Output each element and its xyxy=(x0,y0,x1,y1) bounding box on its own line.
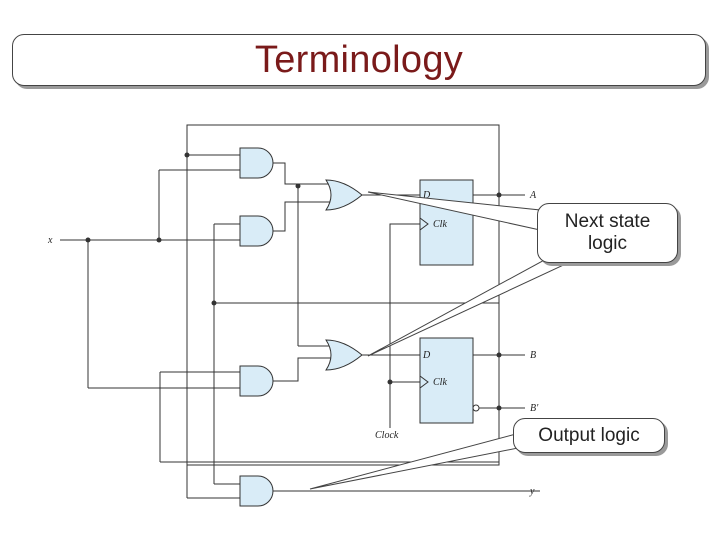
callout-output-logic: Output logic xyxy=(513,418,665,453)
flip-flop-a xyxy=(419,179,474,266)
label-x: x xyxy=(47,235,53,246)
and-gate-2 xyxy=(239,215,274,247)
label-y: y xyxy=(529,486,535,497)
callout-next-state-logic: Next state logic xyxy=(537,203,678,263)
label-clk-b: Clk xyxy=(433,377,447,388)
label-b-not: B' xyxy=(530,403,539,414)
title-banner: Terminology xyxy=(12,34,706,86)
or-gate-a xyxy=(325,179,363,211)
label-d-b: D xyxy=(422,350,431,361)
and-gate-1 xyxy=(239,147,274,179)
page-title: Terminology xyxy=(254,38,464,81)
inverter-bubble xyxy=(472,404,480,412)
and-gate-3 xyxy=(239,365,274,397)
or-gate-b xyxy=(325,339,363,371)
label-d-a: D xyxy=(422,190,431,201)
callout-next-state-line1: Next state xyxy=(564,211,651,232)
callout-next-state-line2: logic xyxy=(587,233,628,254)
label-b: B xyxy=(530,350,536,361)
label-clk-a: Clk xyxy=(433,219,447,230)
label-a: A xyxy=(529,190,537,201)
flip-flop-b xyxy=(419,337,474,424)
callout-output-text: Output logic xyxy=(538,424,640,446)
and-gate-4 xyxy=(239,475,274,507)
label-clock: Clock xyxy=(375,430,399,441)
